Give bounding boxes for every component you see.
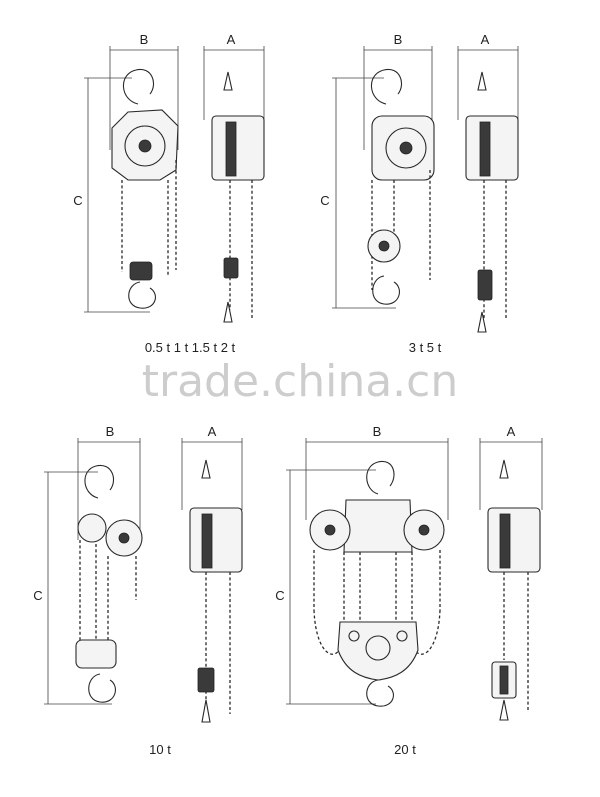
dimension-c-label: C — [320, 193, 329, 208]
watermark: trade.china.cn — [142, 356, 459, 407]
dimension-a-label: A — [208, 424, 217, 439]
dimension-c-label: C — [33, 588, 42, 603]
hoist-side-view — [189, 459, 243, 723]
panel-small-hoist: B A C — [73, 32, 265, 355]
hoist-front-view — [111, 68, 179, 309]
hoist-side-view — [211, 71, 265, 323]
dimension-a: A — [181, 424, 243, 510]
hoist-front-view — [75, 464, 143, 703]
hoist-front-view — [367, 68, 435, 305]
dimension-b: B — [77, 424, 141, 540]
dimension-b: B — [109, 32, 179, 150]
dimension-a: A — [203, 32, 265, 120]
dimension-c: C — [275, 469, 376, 705]
dimension-b-label: B — [373, 424, 382, 439]
dimension-b-label: B — [106, 424, 115, 439]
hoist-front-view — [309, 460, 445, 707]
dimension-a-label: A — [227, 32, 236, 47]
panel-medium-hoist: B A C — [320, 32, 519, 355]
dimension-c: C — [33, 471, 112, 705]
dimension-a-label: A — [481, 32, 490, 47]
dimension-c-label: C — [73, 193, 82, 208]
dimension-a: A — [479, 424, 543, 510]
capacity-caption: 3 t 5 t — [409, 340, 442, 355]
hoist-side-view — [465, 71, 519, 333]
dimension-b: B — [305, 424, 449, 520]
dimension-b-label: B — [140, 32, 149, 47]
dimension-c-label: C — [275, 588, 284, 603]
dimension-a: A — [457, 32, 519, 120]
capacity-caption: 20 t — [394, 742, 416, 757]
dimension-b-label: B — [394, 32, 403, 47]
panel-10t-hoist: B A C — [33, 424, 243, 757]
dimension-a-label: A — [507, 424, 516, 439]
panel-20t-hoist: B A C — [275, 424, 543, 757]
dimension-c: C — [73, 77, 150, 313]
capacity-caption: 10 t — [149, 742, 171, 757]
dimension-c: C — [320, 77, 396, 309]
capacity-caption: 0.5 t 1 t 1.5 t 2 t — [145, 340, 236, 355]
hoist-side-view — [487, 459, 541, 721]
